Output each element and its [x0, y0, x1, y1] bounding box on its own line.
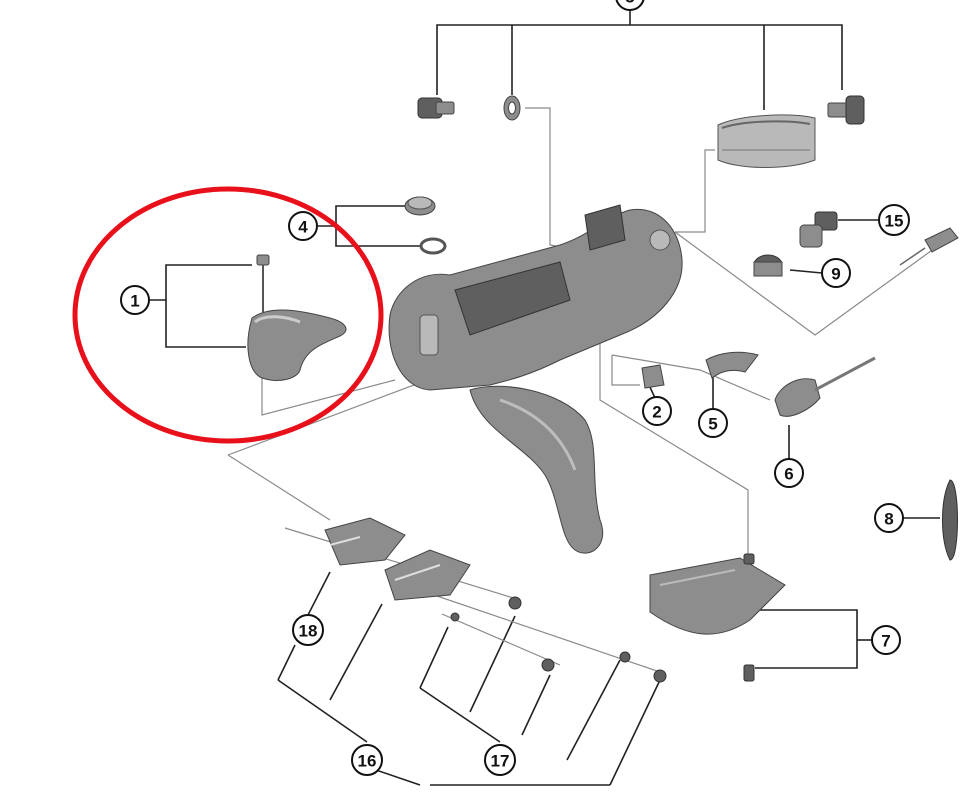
bracket-lower-part: [384, 549, 471, 601]
callout-8: 8: [874, 503, 904, 533]
band-clamp-part: [717, 114, 816, 168]
washer-part: [503, 95, 521, 121]
svg-text:16: 16: [358, 752, 377, 771]
o-ring-part: [419, 237, 447, 255]
callout-6: 6: [774, 458, 804, 488]
paddle-part: [247, 309, 347, 381]
svg-text:3: 3: [625, 0, 634, 7]
callout-3: 3: [615, 0, 645, 11]
svg-text:18: 18: [299, 622, 318, 641]
spacer-part: [753, 254, 783, 277]
spring-part: [705, 351, 759, 379]
svg-text:1: 1: [130, 292, 139, 311]
cover-part: [649, 553, 786, 682]
main-lever-body: [388, 204, 683, 554]
callout-16: 16: [351, 744, 383, 776]
bolt-right-part: [827, 95, 865, 125]
bolt-left-part: [417, 97, 455, 119]
cable-end-part: [899, 227, 959, 266]
svg-text:15: 15: [885, 212, 904, 231]
svg-text:7: 7: [881, 632, 890, 651]
callout-4: 4: [288, 211, 318, 241]
small-screws-part: [450, 596, 667, 683]
callout-5: 5: [698, 408, 728, 438]
svg-text:6: 6: [784, 465, 793, 484]
callout-15: 15: [878, 204, 910, 236]
hood-part: [942, 479, 958, 561]
callout-17: 17: [484, 744, 516, 776]
svg-text:8: 8: [884, 510, 893, 529]
svg-text:4: 4: [298, 218, 308, 237]
cap-part: [404, 196, 436, 216]
callout-18: 18: [292, 614, 324, 646]
svg-text:2: 2: [652, 403, 661, 422]
callout-1: 1: [120, 285, 150, 315]
callout-2: 2: [642, 396, 672, 426]
lever-arm-part: [774, 356, 876, 417]
svg-text:5: 5: [708, 415, 717, 434]
screw-part: [256, 254, 270, 312]
svg-text:9: 9: [831, 265, 840, 284]
callout-9: 9: [821, 258, 851, 288]
adjuster-bolt-part: [799, 211, 838, 248]
bracket-upper-part: [324, 517, 406, 566]
svg-text:17: 17: [491, 752, 510, 771]
leader-lines: [150, 10, 940, 786]
assembly-lines: [227, 107, 936, 673]
callout-7: 7: [871, 625, 901, 655]
small-block-part: [641, 364, 665, 389]
highlight-ellipse: [72, 186, 384, 444]
